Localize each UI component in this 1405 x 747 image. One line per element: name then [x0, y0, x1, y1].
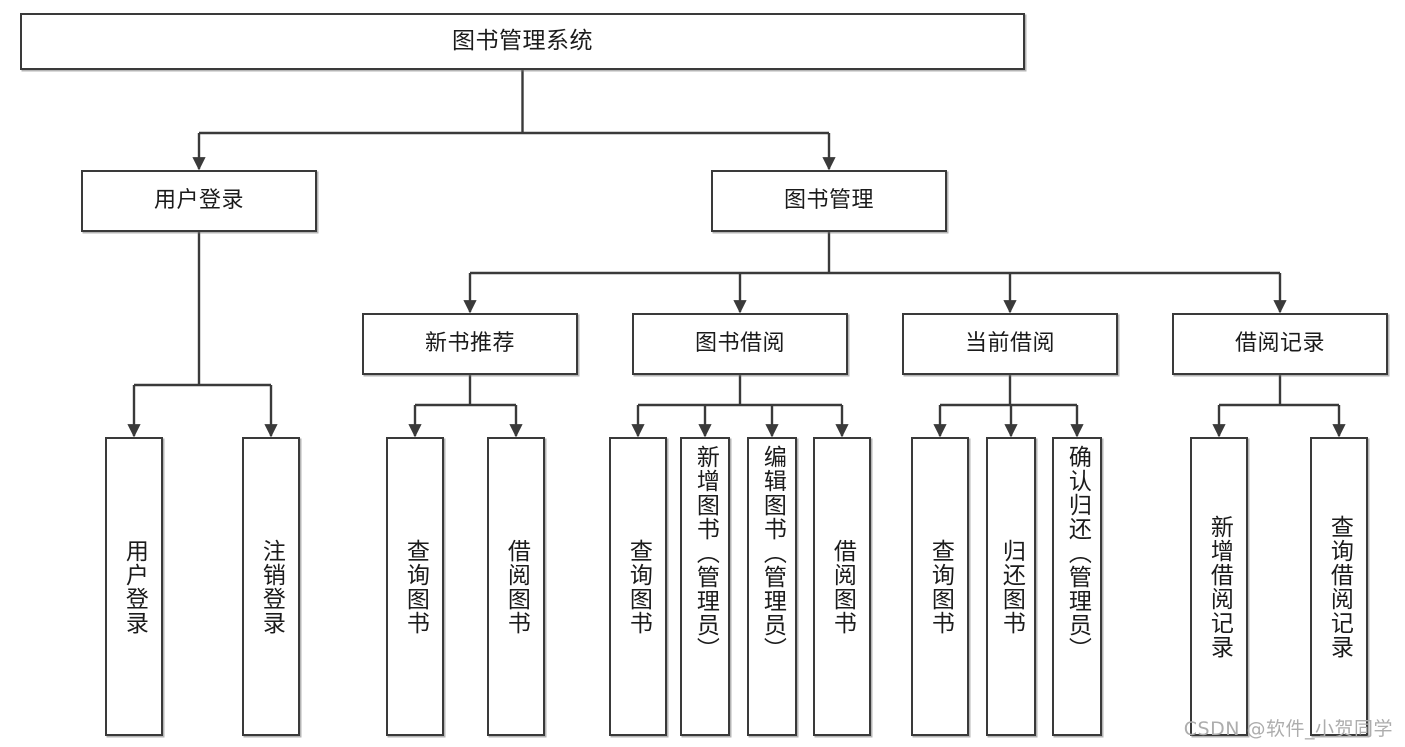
node-label: 新增图书（管理员）	[692, 445, 719, 661]
node-label: 用户登录	[121, 538, 148, 635]
node-label: 借阅记录	[1234, 331, 1325, 357]
node-leaf-query-book-2[interactable]: 查询图书	[609, 437, 667, 736]
node-leaf-query-book-1[interactable]: 查询图书	[386, 437, 444, 736]
node-label: 图书借阅	[694, 331, 785, 357]
node-label: 确认归还（管理员）	[1064, 445, 1091, 661]
node-book-manage[interactable]: 图书管理	[711, 170, 947, 232]
node-current-borrow[interactable]: 当前借阅	[902, 313, 1118, 375]
node-label: 当前借阅	[964, 331, 1055, 357]
node-label: 借阅图书	[503, 538, 530, 635]
node-borrow-record[interactable]: 借阅记录	[1172, 313, 1388, 375]
node-leaf-query-book-3[interactable]: 查询图书	[911, 437, 969, 736]
node-label: 借阅图书	[829, 538, 856, 635]
node-label: 查询图书	[625, 538, 652, 635]
node-label: 图书管理	[783, 188, 874, 214]
node-leaf-borrow-book-1[interactable]: 借阅图书	[487, 437, 545, 736]
node-label: 注销登录	[258, 538, 285, 635]
node-leaf-borrow-book-2[interactable]: 借阅图书	[813, 437, 871, 736]
node-book-borrow[interactable]: 图书借阅	[632, 313, 848, 375]
node-leaf-query-record[interactable]: 查询借阅记录	[1310, 437, 1368, 736]
node-label: 编辑图书（管理员）	[759, 445, 786, 661]
node-root[interactable]: 图书管理系统	[20, 13, 1025, 70]
node-label: 查询图书	[402, 538, 429, 635]
node-leaf-user-login[interactable]: 用户登录	[105, 437, 163, 736]
node-leaf-confirm-return[interactable]: 确认归还（管理员）	[1052, 437, 1102, 736]
node-label: 新书推荐	[424, 331, 515, 357]
node-user-login[interactable]: 用户登录	[81, 170, 317, 232]
node-leaf-edit-book[interactable]: 编辑图书（管理员）	[747, 437, 797, 736]
node-label: 归还图书	[998, 538, 1025, 635]
node-label: 新增借阅记录	[1206, 514, 1233, 659]
node-label: 查询图书	[927, 538, 954, 635]
node-new-book-rec[interactable]: 新书推荐	[362, 313, 578, 375]
node-label: 用户登录	[153, 188, 244, 214]
node-leaf-add-record[interactable]: 新增借阅记录	[1190, 437, 1248, 736]
node-label: 查询借阅记录	[1326, 514, 1353, 659]
node-leaf-logout[interactable]: 注销登录	[242, 437, 300, 736]
node-leaf-return-book[interactable]: 归还图书	[986, 437, 1036, 736]
node-label: 图书管理系统	[452, 27, 593, 54]
node-leaf-add-book[interactable]: 新增图书（管理员）	[680, 437, 730, 736]
